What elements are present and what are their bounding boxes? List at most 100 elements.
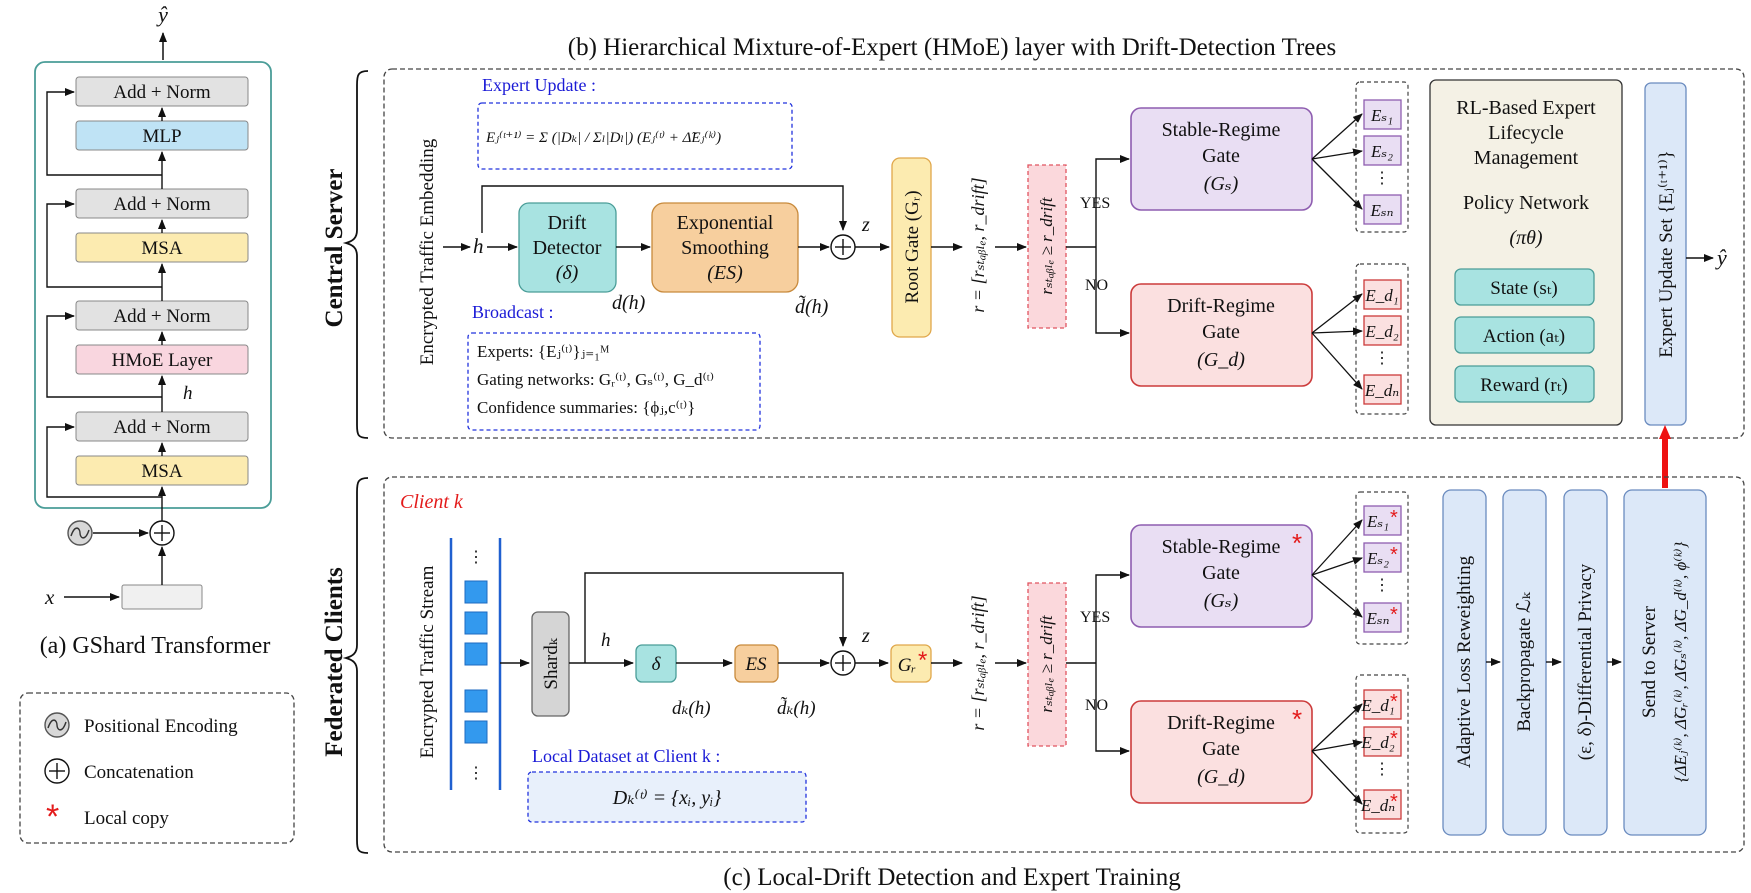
client-expert-d-dots: ⋮ <box>1374 761 1390 778</box>
client-expert-dn <box>1363 789 1402 820</box>
client-dk-tilde-label: d̃ₖ(h) <box>777 697 816 719</box>
client-k-label: Client k <box>400 491 464 513</box>
stream-packet-5 <box>464 720 488 744</box>
client-no-label: NO <box>1085 697 1108 714</box>
client-drift-gate <box>1130 700 1313 804</box>
drift-detector-line3: (δ) <box>556 262 579 284</box>
exp-smoothing-line3: (ES) <box>707 262 743 284</box>
client-expert-dn-label: E_dₙ <box>1360 796 1395 815</box>
client-stable-gate <box>1130 524 1313 628</box>
local-dataset-formula: Dₖ⁽ᵗ⁾ = {xᵢ, yᵢ} <box>612 787 722 809</box>
clients-brace <box>342 477 369 854</box>
client-yes-label: YES <box>1080 609 1110 626</box>
gshard-container <box>34 61 272 509</box>
client-dk-label: dₖ(h) <box>672 698 711 719</box>
server-expert-sn-label: Eₛₙ <box>1369 201 1393 220</box>
server-condition-label: rₛₜₐᵦₗₑ ≥ r_drift <box>1037 196 1056 294</box>
stream-packet-2 <box>464 611 488 635</box>
server-yhat: ŷ <box>1715 245 1727 270</box>
client-expert-d2 <box>1363 726 1402 757</box>
broadcast-title: Broadcast : <box>472 302 553 322</box>
client-h-label: h <box>601 630 611 651</box>
federated-clients-panel: Client k Encrypted Traffic Stream ⋮ ⋮ Sh… <box>383 476 1745 853</box>
rl-reward-button <box>1454 365 1595 403</box>
client-expert-d2-label: E_d₂ <box>1360 733 1394 752</box>
client-drift-expert-group <box>1355 674 1409 834</box>
expert-update-formula: Eⱼ⁽ᵗ⁺¹⁾ = Σ (|Dₖ| / Σₗ|Dₗ|) (Eⱼ⁽ᵗ⁾ + Δ̃E… <box>485 129 721 146</box>
gshard-panel: ŷ Add + Norm MLP Add + Norm MSA Add + No… <box>34 2 272 659</box>
server-expert-s-dots: ⋮ <box>1374 170 1390 187</box>
send-to-server-label: Send to Server <box>1639 605 1660 718</box>
server-expert-sn <box>1363 194 1402 225</box>
server-drift-gate-line1: Drift-Regime <box>1167 295 1275 317</box>
client-delta-label: δ <box>652 654 662 675</box>
title-b: (b) Hierarchical Mixture-of-Expert (HMoE… <box>568 34 1336 61</box>
server-r-vector: r = [rₛₜₐᵦₗₑ, r_drift] <box>968 177 988 312</box>
legend-local-label: Local copy <box>84 808 169 829</box>
central-server-label: Central Server <box>321 169 348 328</box>
hmoe-layer-label: HMoE Layer <box>112 350 213 371</box>
shard-label: Shardₖ <box>541 637 562 689</box>
server-brace <box>342 70 369 439</box>
traffic-stream-label: Encrypted Traffic Stream <box>417 565 438 758</box>
send-to-server-detail: {Δ̃Eⱼ⁽ᵏ⁾, Δ̃Gᵣ⁽ᵏ⁾, Δ̃Gₛ⁽ᵏ⁾, Δ̃G_d⁽ᵏ⁾, ϕ⁽… <box>1671 542 1690 783</box>
rl-action-button <box>1454 316 1595 354</box>
gshard-h-label: h <box>183 383 193 404</box>
msa-label-2: MSA <box>141 461 182 482</box>
server-expert-s2-label: Eₛ₂ <box>1370 142 1393 161</box>
rl-box-line1: RL-Based Expert <box>1456 97 1596 119</box>
client-expert-d1-label: E_d₁ <box>1360 696 1394 715</box>
gshard-x-label: x <box>44 585 55 609</box>
differential-privacy-label: (ε, δ)-Differential Privacy <box>1575 563 1596 760</box>
server-h-label: h <box>473 234 484 258</box>
legend-concat-label: Concatenation <box>84 762 194 783</box>
root-gate-label: Root Gate (Gᵣ) <box>902 190 923 303</box>
stream-packet-4 <box>464 689 488 713</box>
server-stable-gate-line2: Gate <box>1202 145 1240 167</box>
add-norm-block-1 <box>75 76 249 107</box>
client-root-gate-label: Gᵣ <box>898 655 916 676</box>
server-expert-d1-label: E_d₁ <box>1364 286 1398 305</box>
server-expert-d-dots: ⋮ <box>1374 350 1390 367</box>
client-expert-dn-local-icon: * <box>1390 791 1398 813</box>
client-stable-gate-local-icon: * <box>1292 528 1302 558</box>
server-expert-s1-label: Eₛ₁ <box>1370 106 1393 125</box>
shard-box <box>531 611 570 717</box>
client-expert-d2-local-icon: * <box>1390 728 1398 750</box>
mlp-label: MLP <box>142 126 181 147</box>
legend-positional-label: Positional Encoding <box>84 716 238 737</box>
server-expert-s2 <box>1363 135 1402 166</box>
server-yes-label: YES <box>1080 195 1110 212</box>
client-expert-s1-local-icon: * <box>1390 507 1398 529</box>
client-drift-gate-line2: Gate <box>1202 738 1240 760</box>
client-expert-s2-local-icon: * <box>1390 544 1398 566</box>
client-condition-box <box>1027 582 1067 747</box>
server-stable-gate-line3: (Gₛ) <box>1204 173 1239 195</box>
local-dataset-box <box>527 771 807 823</box>
server-expert-d2 <box>1363 315 1402 346</box>
broadcast-confidence: Confidence summaries: {ϕⱼ,c⁽ᵗ⁾} <box>477 398 695 417</box>
rl-box-line5: (πθ) <box>1509 227 1543 249</box>
server-drift-gate-line3: (G_d) <box>1197 349 1245 371</box>
server-expert-dn <box>1363 374 1402 405</box>
stream-packet-3 <box>464 642 488 666</box>
add-norm-label-3: Add + Norm <box>113 306 210 327</box>
client-expert-s1-label: Eₛ₁ <box>1366 512 1389 531</box>
drift-detector-line2: Detector <box>533 237 602 259</box>
client-es-label: ES <box>744 654 767 675</box>
server-drift-gate-line2: Gate <box>1202 321 1240 343</box>
title-c: (c) Local-Drift Detection and Expert Tra… <box>723 864 1181 891</box>
client-drift-gate-line1: Drift-Regime <box>1167 712 1275 734</box>
server-expert-s1 <box>1363 99 1402 130</box>
legend: Positional Encoding Concatenation * Loca… <box>19 692 295 844</box>
traffic-embedding-label: Encrypted Traffic Embedding <box>417 138 438 365</box>
expert-update-set-label: Expert Update Set {Eⱼ⁽ᵗ⁺¹⁾} <box>1656 150 1677 358</box>
stream-packet-1 <box>464 580 488 604</box>
federated-clients-label: Federated Clients <box>321 567 348 757</box>
client-expert-s2 <box>1363 542 1402 573</box>
client-drift-gate-local-icon: * <box>1292 704 1302 734</box>
local-dataset-title: Local Dataset at Client k : <box>532 746 720 766</box>
send-to-server-step <box>1623 489 1707 836</box>
rl-state-button <box>1454 268 1595 306</box>
